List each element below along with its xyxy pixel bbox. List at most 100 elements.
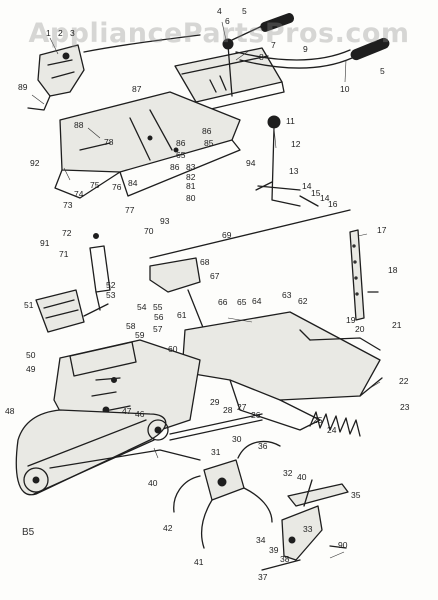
callout-14b: 14 (320, 193, 330, 203)
callout-28: 28 (223, 405, 233, 415)
callout-42: 42 (163, 523, 173, 533)
axle-shaft (169, 413, 263, 435)
callout-7: 7 (271, 40, 276, 50)
callout-63: 63 (282, 290, 292, 300)
pedal-bracket (35, 289, 109, 333)
callout-93: 93 (160, 216, 170, 226)
callout-69: 69 (222, 230, 232, 240)
callout-48: 48 (5, 406, 15, 416)
callout-94: 94 (246, 158, 256, 168)
depth-bar (349, 229, 379, 321)
callout-9: 9 (303, 44, 308, 54)
callout-84: 84 (128, 178, 138, 188)
callout-18: 18 (388, 265, 398, 275)
callout-86a: 86 (202, 126, 212, 136)
callout-34: 34 (256, 535, 266, 545)
lower-rod (49, 449, 201, 469)
callout-3: 3 (70, 28, 75, 38)
callout-12: 12 (291, 139, 301, 149)
callout-57: 57 (153, 324, 163, 334)
callout-26: 26 (251, 410, 261, 420)
callout-24: 24 (327, 425, 337, 435)
page-mark: B5 (22, 527, 35, 538)
callout-82: 82 (186, 172, 196, 182)
callout-54: 54 (137, 302, 147, 312)
callout-37: 37 (258, 572, 268, 582)
callout-86c: 86 (170, 162, 180, 172)
callout-27: 27 (237, 402, 247, 412)
callout-83: 83 (186, 162, 196, 172)
callout-52: 52 (106, 280, 116, 290)
callout-80: 80 (186, 193, 196, 203)
callout-66: 66 (218, 297, 228, 307)
callout-14a: 14 (302, 181, 312, 191)
callout-56: 56 (154, 312, 164, 322)
callout-49: 49 (26, 364, 36, 374)
callout-10: 10 (340, 84, 350, 94)
top-left-bracket (27, 34, 201, 111)
callout-65a: 65 (237, 297, 247, 307)
callout-58: 58 (126, 321, 136, 331)
callout-85: 85 (204, 138, 214, 148)
depth-lever (255, 115, 319, 207)
callout-13: 13 (289, 166, 299, 176)
callout-87: 87 (132, 84, 142, 94)
callout-36: 36 (258, 441, 268, 451)
callout-68: 68 (200, 257, 210, 267)
control-rod (149, 209, 351, 259)
tine-assembly (173, 440, 281, 549)
callout-67: 67 (210, 271, 220, 281)
callout-5a: 5 (242, 6, 247, 16)
tine-teeth (309, 411, 361, 437)
callout-70: 70 (144, 226, 154, 236)
callout-19: 19 (346, 315, 356, 325)
callout-60: 60 (168, 344, 178, 354)
callout-47: 47 (122, 406, 132, 416)
callout-23: 23 (400, 402, 410, 412)
callout-53: 53 (106, 290, 116, 300)
callout-74: 74 (74, 189, 84, 199)
callout-91: 91 (40, 238, 50, 248)
callout-51: 51 (24, 300, 34, 310)
callout-33: 33 (303, 524, 313, 534)
wheel-bracket (261, 479, 349, 571)
callout-39: 39 (269, 545, 279, 555)
callout-32: 32 (283, 468, 293, 478)
linkage (89, 233, 205, 331)
callout-40a: 40 (148, 478, 158, 488)
callout-41: 41 (194, 557, 204, 567)
leader-lines (31, 21, 381, 559)
shift-handle-assembly (174, 13, 390, 113)
callout-25: 25 (313, 415, 323, 425)
callout-62: 62 (298, 296, 308, 306)
callout-86b: 86 (176, 138, 186, 148)
callout-35: 35 (351, 490, 361, 500)
tine-hood (181, 311, 383, 431)
callout-71: 71 (59, 249, 69, 259)
callout-16: 16 (328, 199, 338, 209)
callout-75: 75 (90, 180, 100, 190)
callout-77: 77 (125, 205, 135, 215)
chain-case (15, 409, 169, 496)
callout-65b: 65 (176, 150, 186, 160)
callout-88: 88 (74, 120, 84, 130)
callout-40b: 40 (297, 472, 307, 482)
callout-15: 15 (311, 188, 321, 198)
callout-22: 22 (399, 376, 409, 386)
axle-shaft-lower (169, 419, 263, 441)
callout-76: 76 (112, 182, 122, 192)
callout-89: 89 (18, 82, 28, 92)
callout-6: 6 (225, 16, 230, 26)
callout-1: 1 (46, 28, 51, 38)
callout-73: 73 (63, 200, 73, 210)
callout-46: 46 (135, 409, 145, 419)
callout-21: 21 (392, 320, 402, 330)
callout-92: 92 (30, 158, 40, 168)
callout-20: 20 (355, 324, 365, 334)
callout-30: 30 (232, 434, 242, 444)
callout-11: 11 (286, 116, 295, 126)
callout-81: 81 (186, 181, 196, 191)
callout-61: 61 (177, 310, 187, 320)
